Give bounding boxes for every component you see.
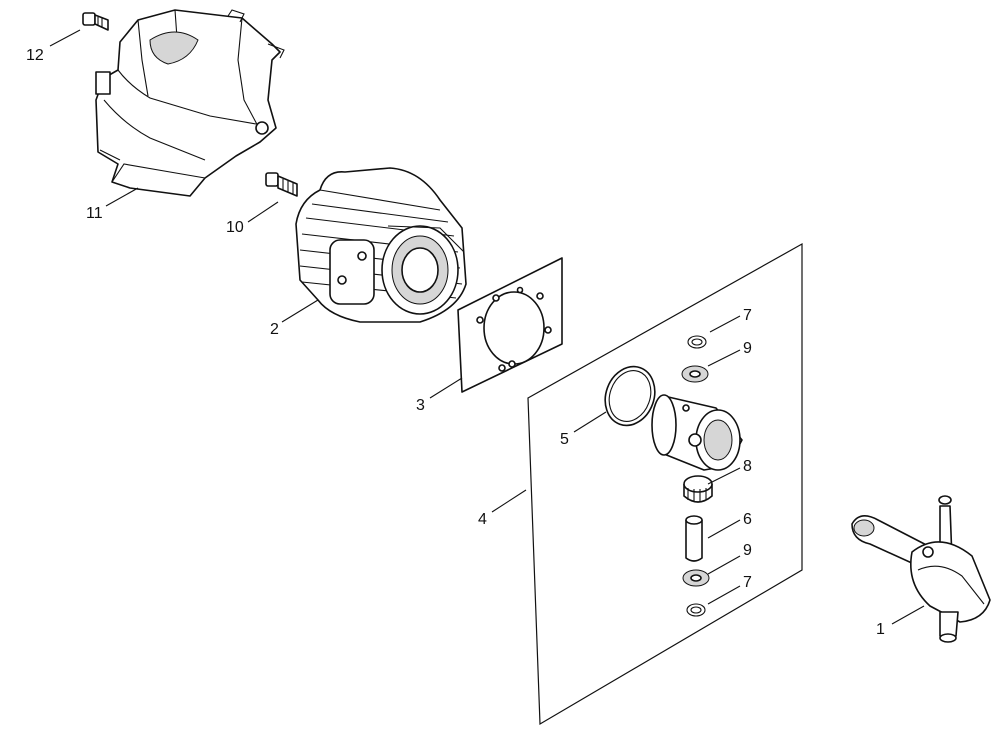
cylinder-icon <box>295 167 467 323</box>
callout-7-bottom: 7 <box>743 574 752 591</box>
leader-lines <box>49 29 925 625</box>
callout-12: 12 <box>26 47 44 64</box>
callout-1: 1 <box>876 621 885 638</box>
needle-bearing-icon <box>683 475 713 503</box>
callout-9-top: 9 <box>743 340 752 357</box>
piston-icon <box>651 394 743 471</box>
crankshaft-icon <box>851 495 991 643</box>
callout-10: 10 <box>226 219 244 236</box>
gasket-icon <box>457 257 563 393</box>
piston-ring-icon <box>604 365 656 427</box>
cylinder-cover-icon <box>95 9 285 197</box>
callout-4: 4 <box>478 511 487 528</box>
piston-kit-panel <box>527 242 803 726</box>
bolt-icon <box>265 172 298 197</box>
callout-8: 8 <box>743 458 752 475</box>
callout-5: 5 <box>560 431 569 448</box>
callout-9-bottom: 9 <box>743 542 752 559</box>
callout-7-top: 7 <box>743 307 752 324</box>
washer-icon <box>681 365 710 587</box>
callout-11: 11 <box>86 205 103 222</box>
callout-2: 2 <box>270 321 279 338</box>
callout-3: 3 <box>416 397 425 414</box>
piston-pin-icon <box>685 515 703 562</box>
screw-icon <box>82 12 109 31</box>
callout-6: 6 <box>743 511 752 528</box>
circlip-icon <box>686 335 707 617</box>
